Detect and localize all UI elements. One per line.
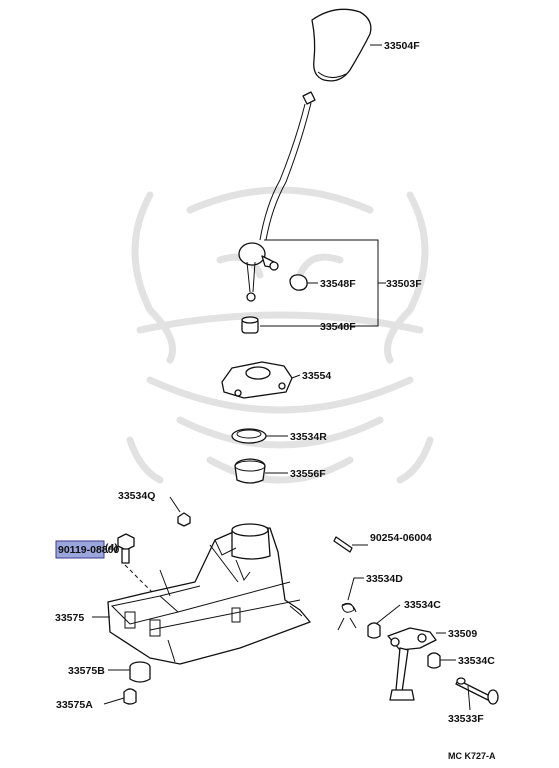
callout-housing[interactable]: 33575 bbox=[55, 612, 84, 624]
seat-lower bbox=[241, 316, 259, 334]
seat-upper bbox=[289, 274, 308, 291]
pin bbox=[333, 536, 353, 553]
shaft bbox=[455, 677, 499, 705]
bolt-callout-highlight bbox=[55, 540, 105, 559]
diagram-caption: MC K727-A bbox=[448, 751, 496, 761]
callout-lever-assy[interactable]: 33503F bbox=[386, 278, 422, 290]
ring bbox=[231, 428, 267, 444]
callout-spring[interactable]: 33534D bbox=[366, 573, 403, 585]
collar-upper bbox=[367, 622, 381, 639]
nut bbox=[169, 496, 191, 527]
callout-collar-upper[interactable]: 33534C bbox=[404, 599, 441, 611]
collar-lower bbox=[427, 652, 441, 669]
bushing bbox=[129, 661, 151, 683]
callout-seat-upper[interactable]: 33548F bbox=[320, 278, 356, 290]
callout-knob[interactable]: 33504F bbox=[384, 40, 420, 52]
retainer bbox=[221, 361, 293, 399]
bushing-upper bbox=[234, 458, 266, 484]
shift-housing bbox=[107, 523, 311, 665]
callout-insulator[interactable]: 33575A bbox=[56, 699, 93, 711]
callout-shaft[interactable]: 33533F bbox=[448, 713, 484, 725]
callout-ring[interactable]: 33534R bbox=[290, 431, 327, 443]
shift-lever-rod bbox=[238, 91, 316, 302]
callout-bolt[interactable]: 90119-08800 bbox=[58, 544, 119, 556]
bolt bbox=[117, 533, 166, 606]
callout-bushing-upper[interactable]: 33556F bbox=[290, 468, 326, 480]
lever-assy-bracket bbox=[260, 239, 386, 327]
callout-bushing[interactable]: 33575B bbox=[68, 665, 105, 677]
callout-retainer[interactable]: 33554 bbox=[302, 370, 331, 382]
insulator bbox=[123, 688, 137, 705]
shift-lever bbox=[387, 627, 437, 701]
callout-pin[interactable]: 90254-06004 bbox=[370, 532, 432, 544]
callout-collar-lower[interactable]: 33534C bbox=[458, 655, 495, 667]
callout-nut[interactable]: 33534Q bbox=[118, 490, 155, 502]
callout-seat-lower[interactable]: 33548F bbox=[320, 321, 356, 333]
callout-shift-lever[interactable]: 33509 bbox=[448, 628, 477, 640]
watermark-emblem bbox=[126, 186, 434, 484]
callout-bolt-qty: (4) bbox=[105, 542, 118, 554]
shift-knob bbox=[311, 8, 372, 82]
leader-lines bbox=[92, 44, 471, 711]
spring bbox=[337, 602, 357, 631]
